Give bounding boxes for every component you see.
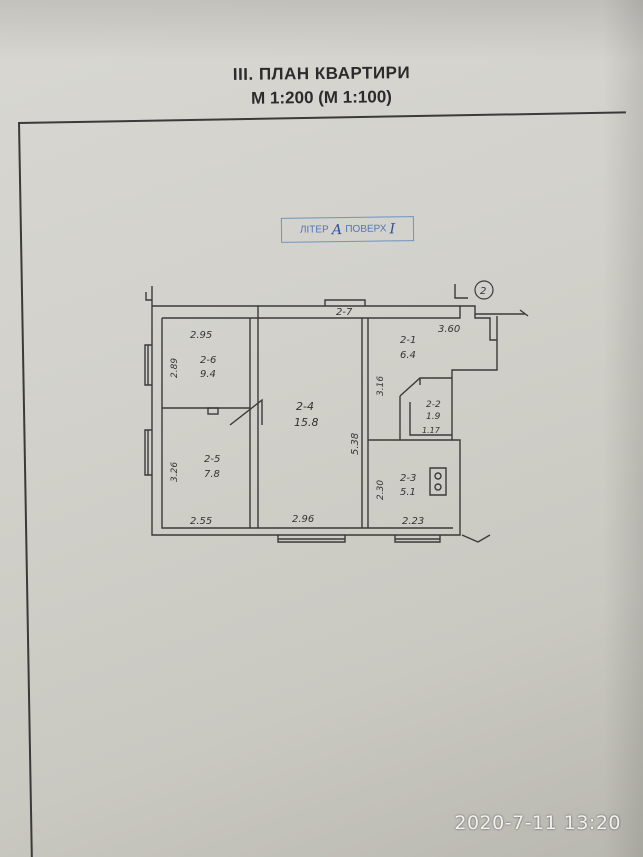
room-2-2-code: 2-2 bbox=[426, 400, 441, 410]
outer-wall-inner bbox=[161, 318, 453, 529]
room-2-7-code: 2-7 bbox=[336, 307, 353, 318]
dim-room6-top: 2.95 bbox=[190, 330, 212, 341]
dim-room3-side: 2.30 bbox=[376, 480, 386, 500]
dim-room1-top: 3.60 bbox=[438, 324, 460, 335]
window-bottom-right bbox=[394, 535, 441, 543]
dim-room1-side: 3.16 bbox=[376, 376, 386, 396]
right-top-wall bbox=[460, 305, 497, 341]
room-2-3-code: 2-3 bbox=[400, 473, 416, 484]
room-2-4-code: 2-4 bbox=[296, 400, 314, 413]
dim-room4-side: 5.38 bbox=[350, 433, 361, 455]
dim-room6-side: 2.89 bbox=[170, 358, 180, 378]
room-2-5-area: 7.8 bbox=[204, 469, 220, 480]
outer-wall bbox=[151, 300, 498, 536]
window-bottom-center bbox=[277, 535, 346, 543]
entrance-marker bbox=[474, 280, 494, 300]
room-2-4-area: 15.8 bbox=[294, 416, 319, 429]
paper-shadow-right bbox=[603, 0, 643, 857]
paper-shadow-top bbox=[0, 0, 643, 60]
wall-room4-room1 bbox=[361, 318, 369, 528]
window-left-top bbox=[144, 344, 152, 386]
wall-left-right bbox=[249, 318, 259, 528]
room-2-6-code: 2-6 bbox=[200, 355, 216, 366]
camera-timestamp: 2020-7-11 13:20 bbox=[454, 812, 621, 834]
door-swing bbox=[229, 398, 263, 426]
top-wall-2 bbox=[258, 305, 461, 319]
room-2-1-area: 6.4 bbox=[400, 350, 416, 361]
room-2-5-code: 2-5 bbox=[204, 454, 220, 465]
stove bbox=[429, 467, 447, 496]
room-2-6-area: 9.4 bbox=[200, 369, 216, 380]
dim-room4-bottom: 2.96 bbox=[292, 514, 314, 525]
top-wall bbox=[152, 305, 259, 319]
entrance-marker-label: 2 bbox=[480, 286, 486, 297]
dim-room2-small: 1.17 bbox=[422, 426, 441, 435]
dim-room3-bottom: 2.23 bbox=[402, 516, 424, 527]
room-2-3-area: 5.1 bbox=[400, 487, 416, 498]
window-top bbox=[324, 299, 366, 306]
wall-room2 bbox=[399, 377, 452, 440]
window-left-bottom bbox=[144, 429, 152, 476]
dim-room5-side: 3.26 bbox=[170, 462, 180, 482]
room-2-2-area: 1.9 bbox=[426, 412, 441, 422]
dim-room5-bottom: 2.55 bbox=[190, 516, 212, 527]
room-2-1-code: 2-1 bbox=[400, 335, 416, 346]
